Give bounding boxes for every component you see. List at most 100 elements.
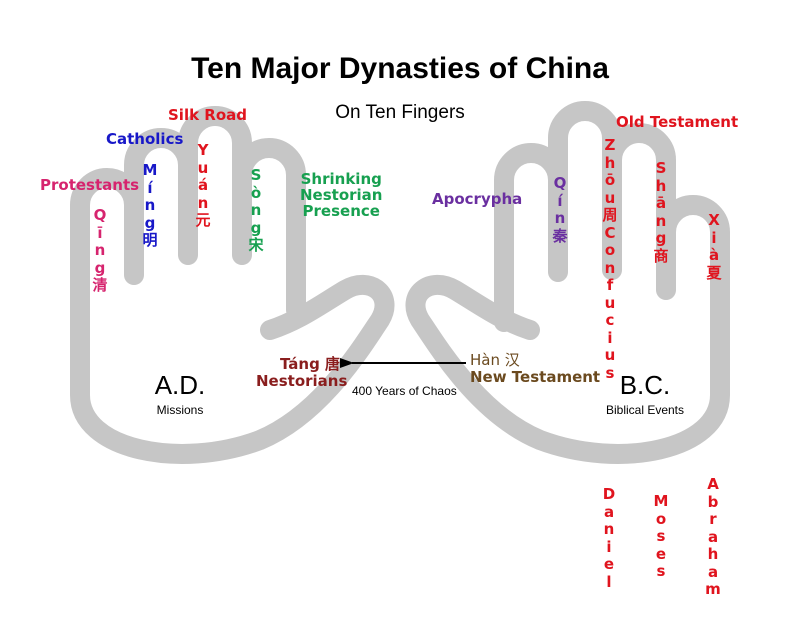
era-ad: A.D. (154, 370, 206, 400)
letter: n (554, 209, 566, 227)
annotation-old-testament: Old Testament (616, 113, 739, 131)
letter: 夏 (706, 263, 722, 282)
letter: n (197, 193, 209, 212)
letter: a (707, 527, 719, 546)
letter: g (144, 213, 156, 232)
letter: í (557, 191, 563, 210)
annotation-nestorians: Nestorians (256, 372, 348, 390)
annotation-protestants: Protestants (40, 176, 140, 194)
letter: u (197, 158, 209, 177)
letter: i (606, 537, 612, 556)
letter: h (604, 153, 616, 172)
page-title: Ten Major Dynasties of China (191, 52, 609, 85)
letter: ō (604, 171, 616, 189)
letter: X (708, 211, 720, 229)
thumb-tang: Táng 唐 (280, 355, 341, 373)
page-subtitle: On Ten Fingers (335, 102, 465, 123)
letter: n (655, 211, 667, 230)
letter: g (94, 258, 106, 277)
letter: M (142, 161, 158, 179)
right-hand-outline (405, 101, 730, 464)
letter: 清 (92, 276, 108, 294)
annotation-shrinking-nestorian: Shrinking Nestorian Presence (300, 170, 383, 220)
letter: e (655, 544, 667, 563)
letter: A (707, 475, 719, 493)
era-bc: B.C. (619, 370, 671, 400)
left-hand-outline (70, 106, 395, 464)
arrow-caption: 400 Years of Chaos (352, 384, 457, 398)
letter: g (250, 218, 262, 237)
letter: o (604, 241, 616, 259)
letter: s (656, 562, 666, 580)
thumb-han: Hàn 汉 (470, 351, 520, 369)
annotation-new-testament: New Testament (470, 368, 601, 386)
annotation-line: Nestorian (300, 185, 383, 204)
era-bc-caption: Biblical Events (605, 403, 685, 417)
letter: h (655, 176, 667, 195)
letter: n (94, 241, 106, 259)
letter: n (144, 196, 156, 214)
letter: Y (197, 141, 209, 159)
letter: 商 (653, 246, 669, 265)
letter: 明 (142, 231, 158, 249)
letter: Q (93, 206, 107, 224)
letter: l (606, 572, 612, 591)
letter: Q (553, 174, 567, 192)
letter: s (656, 527, 666, 545)
letter: u (604, 346, 616, 364)
letter: m (705, 580, 721, 598)
letter: 周 (602, 206, 618, 224)
annotation-silk-road: Silk Road (168, 106, 247, 124)
letter: a (603, 502, 615, 521)
letter: c (605, 311, 615, 329)
letter: a (707, 562, 719, 581)
letter: S (655, 159, 667, 177)
letter: Z (604, 136, 616, 154)
letter: n (250, 201, 262, 219)
letter: M (653, 492, 669, 510)
letter: e (603, 555, 615, 573)
annotation-line: Presence (302, 201, 380, 220)
annotation-line: Shrinking (300, 170, 382, 188)
letter: i (711, 228, 717, 247)
letter: i (607, 328, 613, 347)
letter: 元 (195, 211, 211, 229)
letter: S (250, 166, 262, 184)
letter: o (655, 509, 667, 528)
letter: f (606, 276, 614, 294)
letter: á (197, 176, 209, 194)
letter: í (147, 178, 153, 197)
letter: s (605, 363, 615, 382)
letter: D (602, 485, 616, 503)
letter: u (604, 188, 616, 207)
letter: ò (250, 183, 262, 202)
letter: g (655, 229, 667, 247)
letter: 宋 (248, 236, 264, 254)
letter: ī (97, 223, 103, 242)
letter: u (604, 293, 616, 312)
letter: r (709, 510, 717, 528)
letter: C (604, 223, 616, 242)
era-ad-caption: Missions (156, 403, 204, 417)
annotation-catholics: Catholics (106, 130, 184, 148)
letter: à (708, 246, 720, 264)
letter: 秦 (552, 226, 568, 245)
annotation-apocrypha: Apocrypha (432, 190, 523, 208)
letter: n (604, 258, 616, 277)
letter: n (603, 520, 615, 538)
letter: ā (655, 194, 667, 212)
letter: b (707, 492, 719, 511)
letter: h (707, 545, 719, 563)
